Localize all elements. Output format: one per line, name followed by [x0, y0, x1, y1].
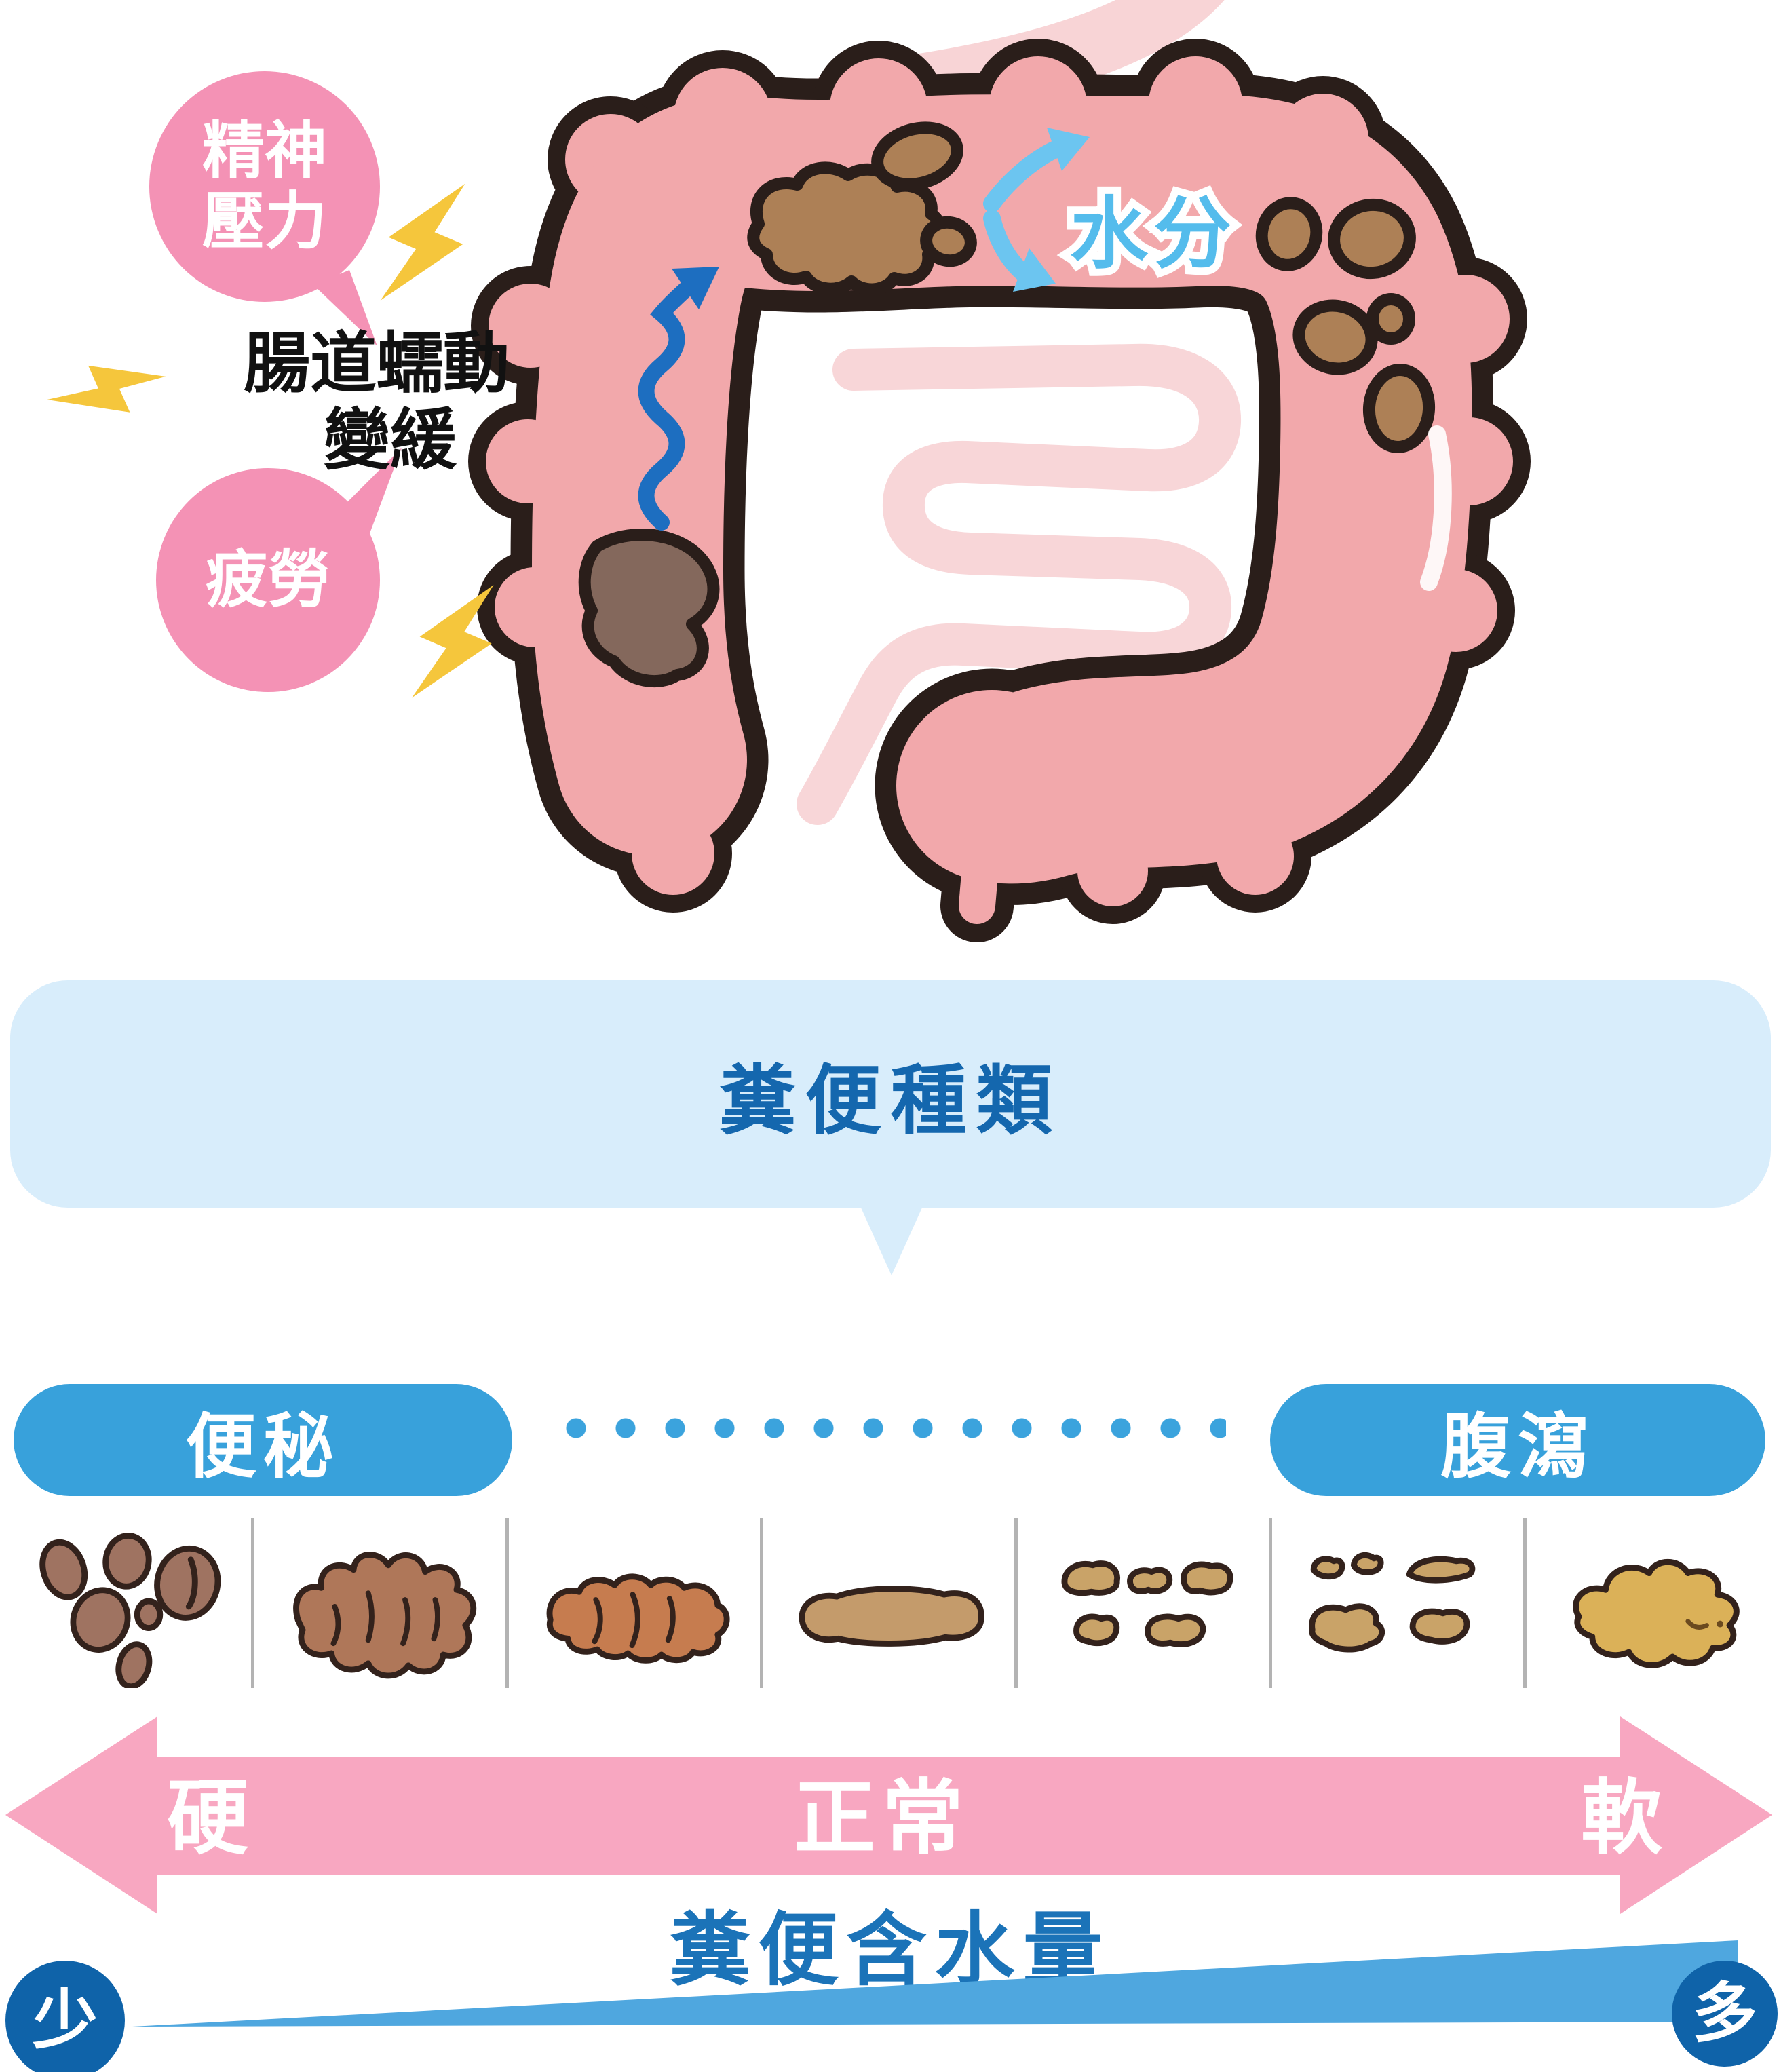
constipation-label: 便秘	[185, 1408, 341, 1486]
water-max-circle	[1672, 1961, 1778, 2067]
hardness-axis-arrow: 硬 正常 軟	[5, 1716, 1772, 1914]
hardness-center-label: 正常	[794, 1773, 970, 1864]
hardness-left-label: 硬	[167, 1773, 249, 1864]
fatigue-bubble: 疲勞	[156, 448, 402, 692]
hard-old-stool	[578, 528, 720, 688]
lightning-icon	[380, 183, 465, 301]
water-amount-wedge	[132, 1940, 1738, 2027]
peristalsis-note-line2: 變緩	[324, 402, 457, 477]
stool-type-hard-lumps-icon	[0, 1518, 254, 1688]
banner-pointer	[860, 1206, 923, 1275]
stool-type-mushy-pieces-icon	[1272, 1518, 1527, 1688]
water-min-label: 少	[33, 1984, 98, 2057]
peristalsis-arrow	[638, 267, 719, 531]
stool-type-cracked-sausage-icon	[509, 1518, 763, 1688]
stool-type-watery-liquid-icon	[1527, 1518, 1781, 1688]
water-max-label: 多	[1692, 1978, 1757, 2050]
lightning-icon	[411, 585, 494, 698]
dotted-connector	[564, 1417, 1226, 1440]
banner-title: 糞便種類	[719, 1058, 1062, 1143]
diarrhea-pill: 腹瀉	[1270, 1384, 1765, 1496]
fatigue-bubble-label: 疲勞	[206, 545, 330, 615]
water-amount-scale: 少 多	[5, 1940, 1778, 2072]
stool-type-soft-blobs-icon	[1018, 1518, 1272, 1688]
small-intestine	[797, 343, 1241, 825]
water-label: 水分	[1070, 191, 1237, 277]
water-min-circle	[5, 1961, 125, 2072]
colon-highlight	[1420, 425, 1452, 591]
intestine-illustration: 水分 精神 壓力 疲勞 腸道蠕動 變緩	[47, 0, 1531, 942]
peristalsis-note-line1: 腸道蠕動	[244, 326, 510, 400]
stool-type-strip	[0, 1518, 1781, 1688]
stress-bubble-line1: 精神	[202, 117, 327, 186]
stool-type-lumpy-sausage-icon	[254, 1518, 509, 1688]
stress-bubble-line2: 壓力	[202, 187, 327, 256]
stool-type-smooth-sausage-icon	[763, 1518, 1018, 1688]
stool-in-colon	[747, 121, 1436, 453]
stress-bubble: 精神 壓力	[149, 71, 380, 346]
stool-types-banner: 糞便種類	[10, 980, 1771, 1208]
diarrhea-label: 腹瀉	[1440, 1408, 1595, 1486]
hardness-right-label: 軟	[1581, 1773, 1663, 1864]
water-absorption-arrows	[983, 128, 1090, 292]
lightning-icon	[47, 365, 166, 413]
rectum	[959, 823, 1001, 924]
constipation-pill: 便秘	[14, 1384, 512, 1496]
